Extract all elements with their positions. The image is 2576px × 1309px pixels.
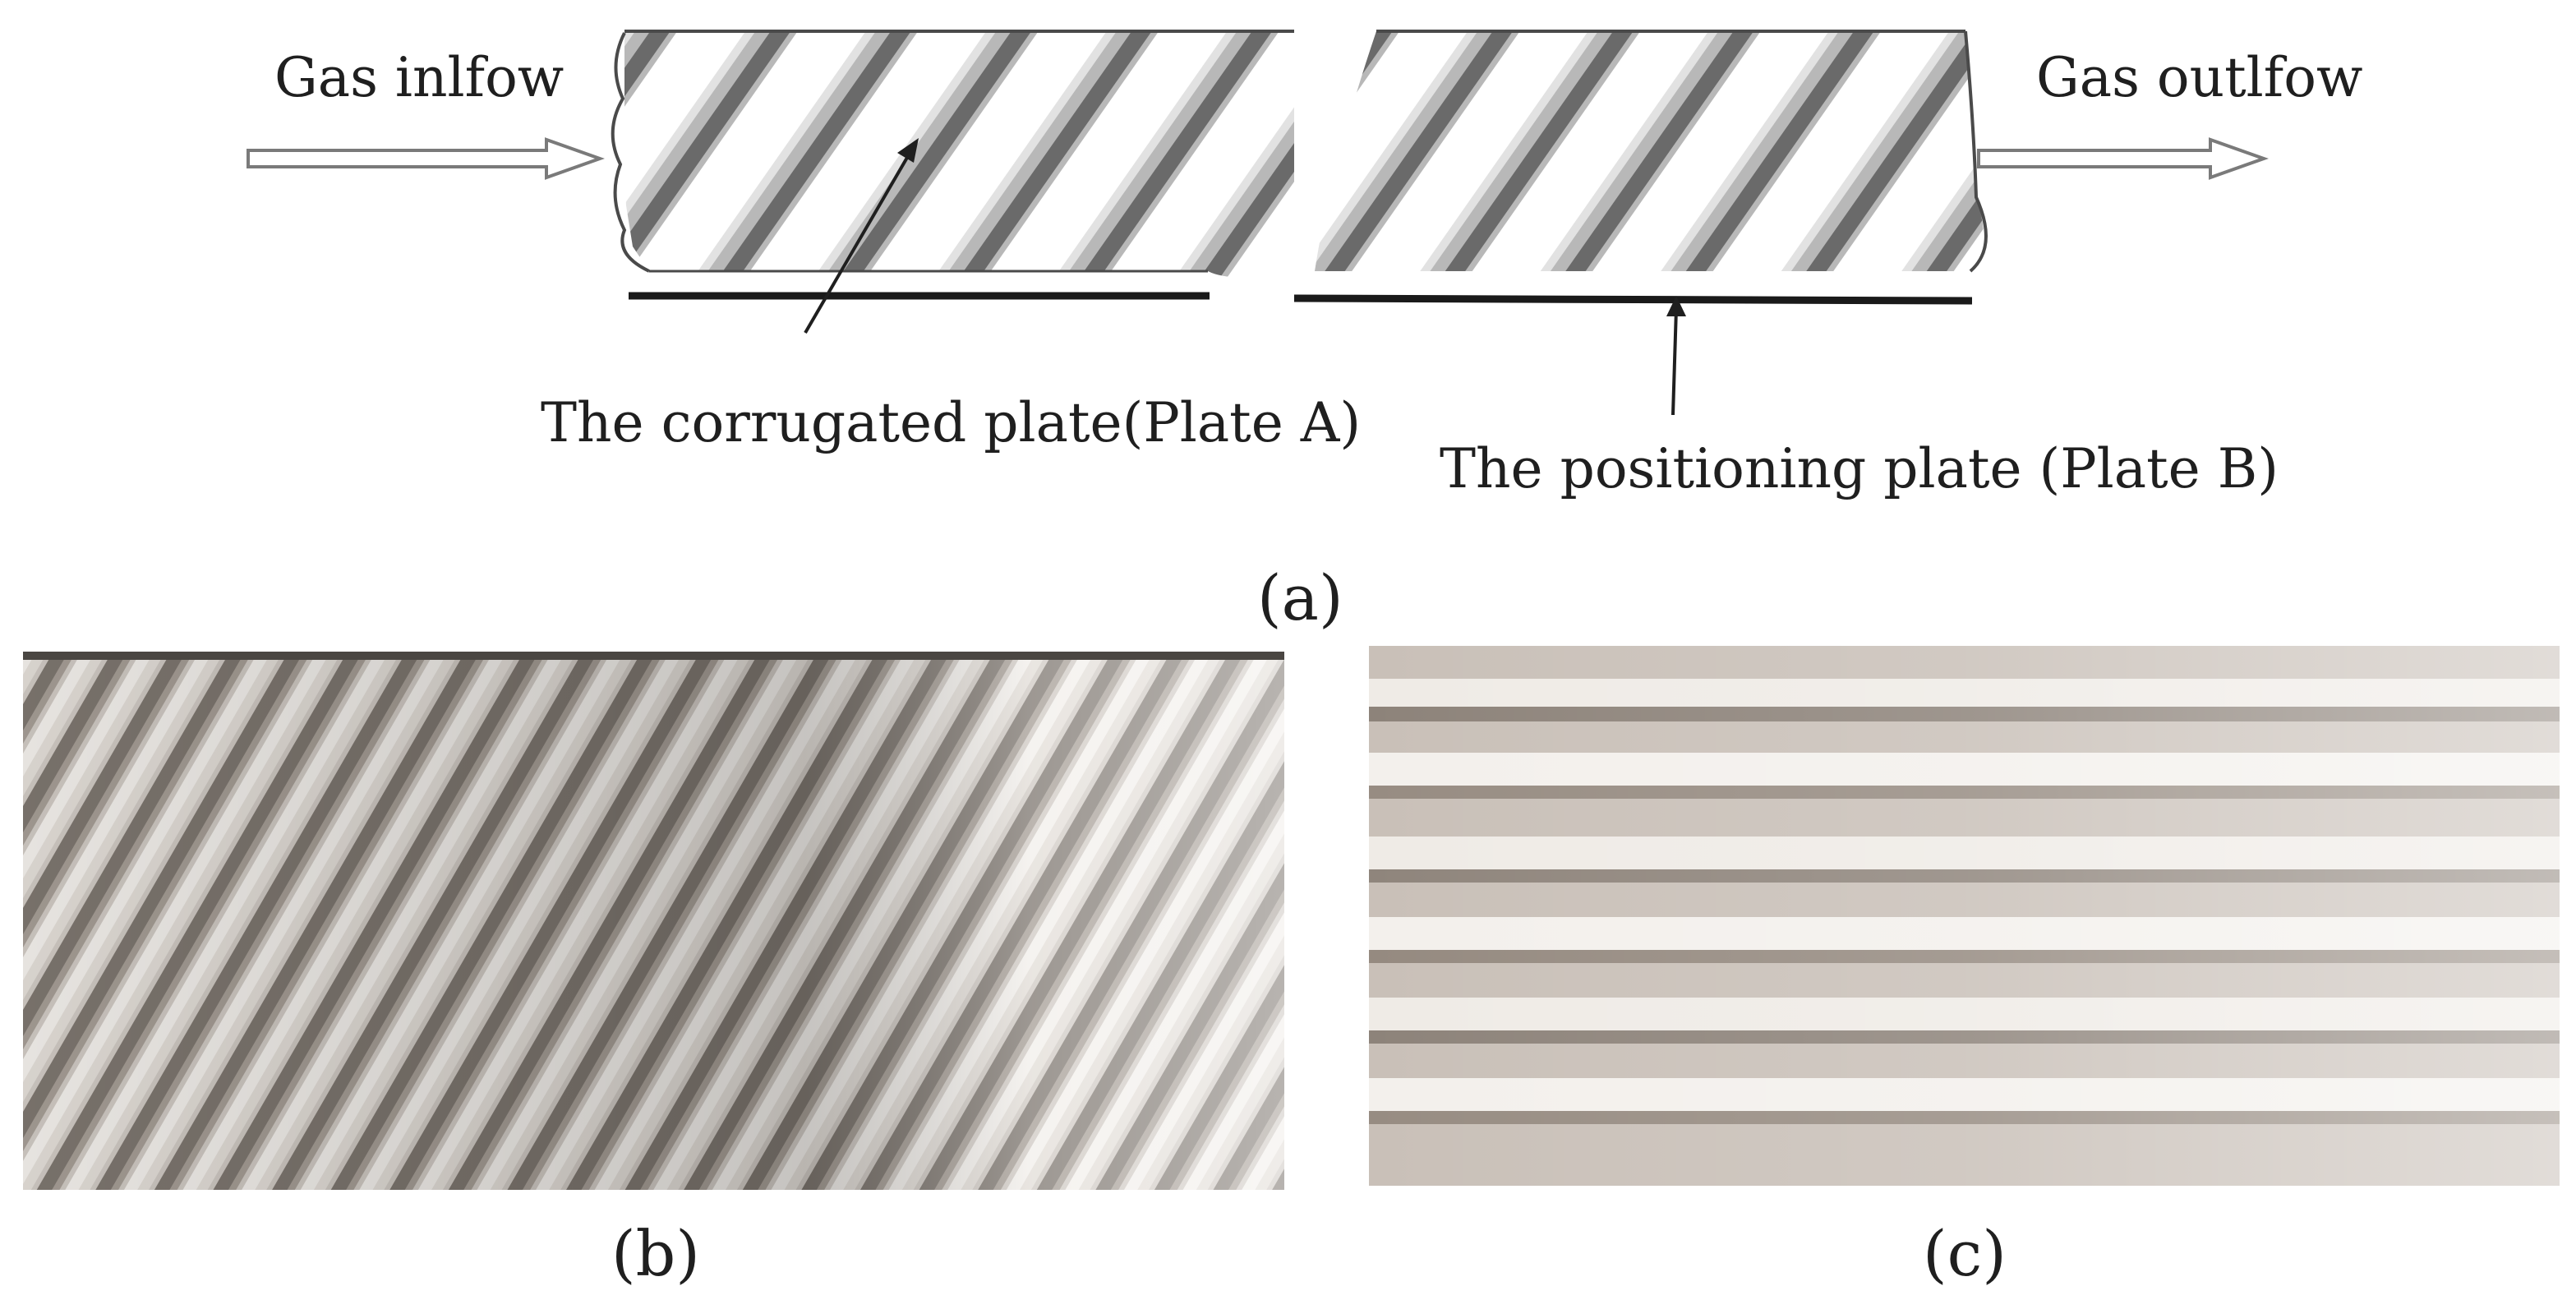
panel-b-caption: (b): [611, 1217, 700, 1290]
panel-c-photo: [1369, 646, 2560, 1186]
plate-b-label: The positioning plate (Plate B): [1440, 437, 2279, 500]
plate-b-leader-arrow: [1666, 296, 1686, 416]
plate-a-leader-arrow: [804, 138, 919, 334]
gas-outflow-label: Gas outlfow: [2036, 46, 2363, 109]
panel-a-caption: (a): [1257, 561, 1343, 634]
corrugated-block-right: [1315, 30, 1988, 273]
gas-inflow-arrow: [247, 137, 605, 180]
plate-a-label: The corrugated plate(Plate A): [541, 391, 1362, 454]
panel-c-caption: (c): [1923, 1217, 2007, 1290]
panel-b-photo: [23, 652, 1284, 1190]
positioning-plate-line-right: [1293, 294, 1973, 305]
corrugated-block-left: [611, 30, 1294, 278]
gas-outflow-arrow: [1977, 137, 2269, 180]
gas-inflow-label: Gas inlfow: [274, 46, 565, 109]
